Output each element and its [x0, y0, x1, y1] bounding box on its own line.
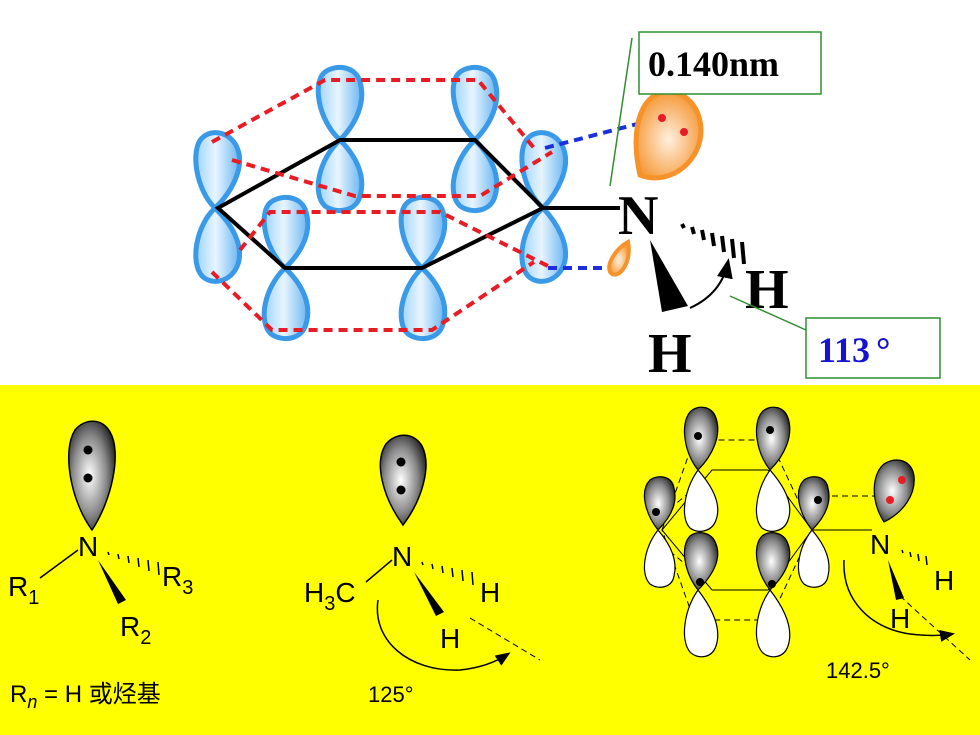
n-orbital-overlap-top	[544, 116, 661, 150]
lone-pair-lobe-2	[379, 434, 427, 527]
hash-n-h	[421, 561, 474, 586]
group-r3: R3	[162, 561, 193, 599]
n-lone-pair-orbital	[633, 89, 704, 181]
bond-length-label: 0.140nm	[648, 44, 779, 84]
p-orbital-5	[261, 194, 311, 342]
atom-n-1: N	[78, 531, 98, 562]
angle-box	[805, 317, 941, 379]
aniline-lone-pair-orbital	[873, 459, 915, 523]
angle-arc-142	[843, 559, 955, 642]
group-r2: R2	[120, 611, 151, 649]
group-h3c: H3C	[304, 577, 356, 615]
aniline-p-orbitals	[643, 406, 830, 658]
lone-pair-electron-1	[658, 114, 666, 122]
atom-n: N	[618, 185, 658, 247]
legend-rn: Rn = H 或烃基	[10, 680, 161, 712]
atom-h-right-3: H	[934, 565, 954, 596]
panel-aniline: N H H 142.5°	[643, 406, 971, 683]
n-small-orbital	[607, 238, 631, 277]
angle-label: 113°	[818, 330, 890, 370]
bond-length-box	[638, 31, 822, 95]
aniline-electron-dots	[652, 426, 822, 588]
plane-guide-2	[469, 617, 541, 661]
p-orbital-4	[519, 130, 568, 284]
atom-h-bottom-2: H	[440, 623, 460, 654]
atom-h-right: H	[745, 259, 789, 321]
lone-pair-electron-2	[680, 128, 688, 136]
hash-bond-h-right	[680, 223, 746, 265]
plane-guide-3	[899, 595, 971, 661]
atom-h-bottom: H	[648, 323, 692, 385]
wedge-n-r2	[98, 560, 126, 604]
panel-general-amine: N R1 R2 R3 Rn = H 或烃基	[8, 420, 193, 712]
panel-methylamine: N H3C H H 125°	[304, 434, 541, 707]
angle-label-125: 125°	[368, 682, 414, 707]
bond-n-c	[365, 559, 393, 583]
pi-overlap-top	[210, 78, 554, 332]
lone-pair-electron-red	[886, 496, 894, 504]
bond-length-leader	[609, 37, 633, 187]
lone-pair-electron-red	[898, 476, 906, 484]
group-r1: R1	[8, 571, 39, 609]
electron-dot	[396, 485, 406, 495]
angle-arc-113	[689, 258, 733, 309]
wedge-n-h-3	[888, 560, 904, 600]
angle-leader	[729, 295, 807, 331]
hash-n-h-3	[901, 549, 928, 566]
lone-pair-lobe-1	[68, 420, 116, 532]
wedge-n-h	[414, 572, 444, 616]
atom-n-3: N	[870, 529, 890, 560]
top-diagram: N H H 0.140nm 113°	[193, 31, 941, 385]
atom-h-bottom-3: H	[890, 603, 910, 634]
angle-arc-125	[376, 599, 511, 671]
atom-h-right-2: H	[480, 577, 500, 608]
bond-n-r1	[39, 549, 79, 579]
hash-n-r3	[107, 551, 160, 576]
electron-dot	[83, 473, 93, 483]
wedge-bond-h-bottom	[650, 240, 688, 312]
electron-dot	[396, 457, 406, 467]
electron-dot	[83, 445, 93, 455]
angle-label-142: 142.5°	[826, 658, 890, 683]
p-orbital-1	[193, 130, 242, 284]
atom-n-2: N	[392, 541, 412, 572]
